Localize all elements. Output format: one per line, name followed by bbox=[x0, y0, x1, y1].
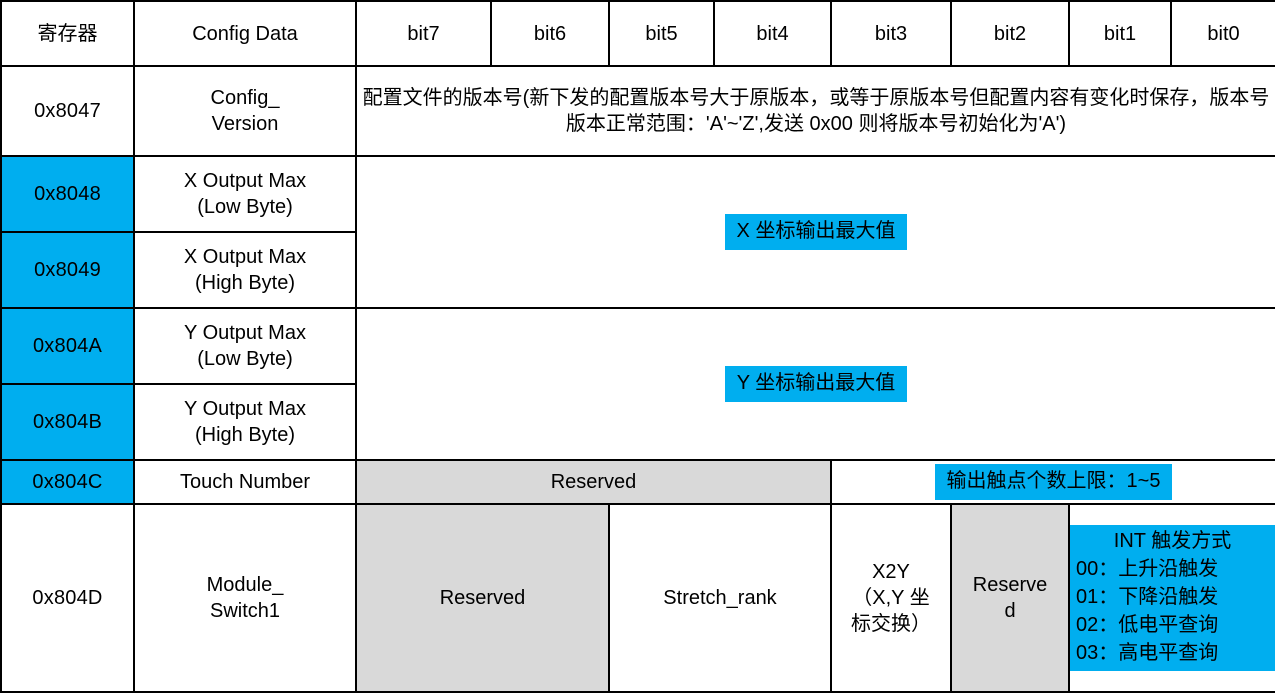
x-output-max-low-line1: X Output Max bbox=[183, 170, 307, 192]
table-row-804a: 0x804A Y Output Max (Low Byte) Y 坐标输出最大值 bbox=[0, 307, 1275, 461]
header-bit7: bit7 bbox=[355, 0, 492, 67]
config-version-description: 配置文件的版本号(新下发的配置版本号大于原版本，或等于原版本号但配置内容有变化时… bbox=[355, 65, 1275, 157]
int-trigger-highlight-block: INT 触发方式 00：上升沿触发 01：下降沿触发 02：低电平查询 03：高… bbox=[1070, 525, 1275, 671]
table-row-8048: 0x8048 X Output Max (Low Byte) X 坐标输出最大值 bbox=[0, 155, 1275, 309]
module-switch1-x2y: X2Y （X,Y 坐 标交换） bbox=[830, 503, 952, 693]
register-address-8049: 0x8049 bbox=[0, 231, 135, 309]
register-address-804d: 0x804D bbox=[0, 503, 135, 693]
module-switch1-int-trigger-cell: INT 触发方式 00：上升沿触发 01：下降沿触发 02：低电平查询 03：高… bbox=[1068, 503, 1275, 693]
table-row-804b: 0x804B Y Output Max (High Byte) bbox=[0, 383, 1275, 461]
header-register: 寄存器 bbox=[0, 0, 135, 67]
module-switch1-reserved-bits: Reserved bbox=[355, 503, 610, 693]
y-coordinate-max-value-cell: Y 坐标输出最大值 bbox=[355, 307, 1275, 461]
reserved-bit2-line2: d bbox=[1004, 600, 1016, 622]
int-trigger-title: INT 触发方式 bbox=[1113, 530, 1232, 552]
touch-number-value-cell: 输出触点个数上限：1~5 bbox=[830, 459, 1275, 505]
module-switch1-line1: Module_ bbox=[206, 574, 284, 596]
config-version-line2: Version bbox=[211, 113, 279, 135]
module-switch1-line2: Switch1 bbox=[209, 600, 281, 622]
config-name-x-output-max-low: X Output Max (Low Byte) bbox=[133, 155, 357, 233]
config-name-touch-number: Touch Number bbox=[133, 459, 357, 505]
int-option-03: 03：高电平查询 bbox=[1076, 642, 1219, 664]
header-bit1: bit1 bbox=[1068, 0, 1172, 67]
table-row-804c: 0x804C Touch Number Reserved 输出触点个数上限：1~… bbox=[0, 459, 1275, 505]
touch-number-limit-highlight: 输出触点个数上限：1~5 bbox=[934, 464, 1173, 500]
x-output-max-high-line1: X Output Max bbox=[183, 246, 307, 268]
header-config-data: Config Data bbox=[133, 0, 357, 67]
header-bit4: bit4 bbox=[713, 0, 832, 67]
register-address-804a: 0x804A bbox=[0, 307, 135, 385]
y-output-max-low-line2: (Low Byte) bbox=[197, 348, 293, 370]
header-bit6: bit6 bbox=[490, 0, 610, 67]
y-coordinate-max-value-highlight: Y 坐标输出最大值 bbox=[724, 366, 908, 402]
register-address-8048: 0x8048 bbox=[0, 155, 135, 233]
module-switch1-reserved-bit2: Reserve d bbox=[950, 503, 1070, 693]
x-output-max-high-line2: (High Byte) bbox=[194, 272, 296, 294]
x2y-line1: X2Y bbox=[872, 561, 910, 583]
config-version-line1: Config_ bbox=[210, 87, 280, 109]
table-row-8049: 0x8049 X Output Max (High Byte) bbox=[0, 231, 1275, 309]
header-bit2: bit2 bbox=[950, 0, 1070, 67]
config-name-y-output-max-low: Y Output Max (Low Byte) bbox=[133, 307, 357, 385]
table-row-8047: 0x8047 Config_ Version 配置文件的版本号(新下发的配置版本… bbox=[0, 65, 1275, 157]
register-address-804b: 0x804B bbox=[0, 383, 135, 461]
int-option-01: 01：下降沿触发 bbox=[1076, 586, 1219, 608]
touch-number-reserved-bits: Reserved bbox=[355, 459, 832, 505]
reserved-bit2-line1: Reserve bbox=[972, 574, 1048, 596]
x-coordinate-max-value-cell: X 坐标输出最大值 bbox=[355, 155, 1275, 309]
header-bit5: bit5 bbox=[608, 0, 715, 67]
register-address-804c: 0x804C bbox=[0, 459, 135, 505]
x2y-line3: 标交换） bbox=[851, 613, 931, 635]
register-address-8047: 0x8047 bbox=[0, 65, 135, 157]
table-row-804d: 0x804D Module_ Switch1 Reserved Stretch_… bbox=[0, 503, 1275, 693]
table-header-row: 寄存器 Config Data bit7 bit6 bit5 bit4 bit3… bbox=[0, 0, 1275, 67]
config-name-x-output-max-high: X Output Max (High Byte) bbox=[133, 231, 357, 309]
header-bit0: bit0 bbox=[1170, 0, 1275, 67]
config-name-y-output-max-high: Y Output Max (High Byte) bbox=[133, 383, 357, 461]
header-bit3: bit3 bbox=[830, 0, 952, 67]
x2y-line2: （X,Y 坐 bbox=[852, 587, 930, 609]
x-coordinate-max-value-highlight: X 坐标输出最大值 bbox=[724, 214, 908, 250]
y-output-max-low-line1: Y Output Max bbox=[184, 322, 306, 344]
config-name-module-switch1: Module_ Switch1 bbox=[133, 503, 357, 693]
int-option-02: 02：低电平查询 bbox=[1076, 614, 1219, 636]
module-switch1-stretch-rank: Stretch_rank bbox=[608, 503, 832, 693]
y-output-max-high-line1: Y Output Max bbox=[184, 398, 306, 420]
x-output-max-low-line2: (Low Byte) bbox=[197, 196, 293, 218]
int-option-00: 00：上升沿触发 bbox=[1076, 558, 1219, 580]
y-output-max-high-line2: (High Byte) bbox=[194, 424, 296, 446]
config-name-config-version: Config_ Version bbox=[133, 65, 357, 157]
